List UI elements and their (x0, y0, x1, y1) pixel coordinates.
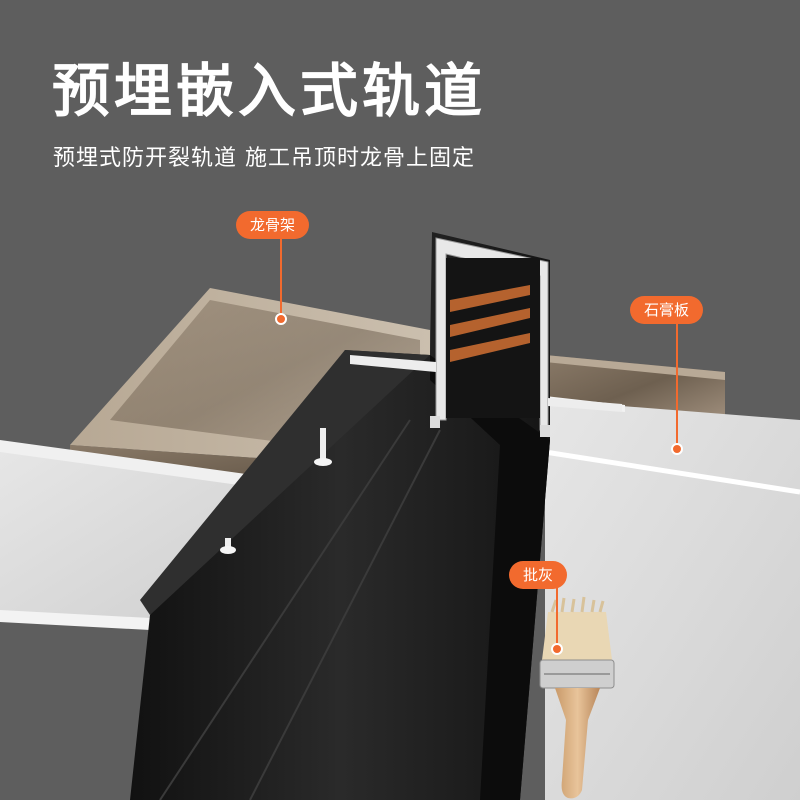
callout-gypsum-label: 石膏板 (630, 296, 704, 324)
callout-keel-dot (275, 313, 287, 325)
callout-keel-line (280, 238, 282, 316)
callout-putty-line (556, 588, 558, 646)
page-title: 预埋嵌入式轨道 (52, 57, 487, 125)
screw-icon (314, 428, 332, 466)
callout-gypsum-line (676, 323, 678, 445)
callout-keel-label: 龙骨架 (236, 211, 310, 239)
page-subtitle: 预埋式防开裂轨道 施工吊顶时龙骨上固定 (53, 146, 475, 171)
callout-gypsum-dot (671, 443, 683, 455)
callout-putty-label: 批灰 (509, 561, 568, 589)
callout-putty-dot (551, 643, 563, 655)
screw-icon (220, 538, 236, 554)
gypsum-board-left (0, 440, 275, 630)
embedded-track (130, 232, 622, 800)
